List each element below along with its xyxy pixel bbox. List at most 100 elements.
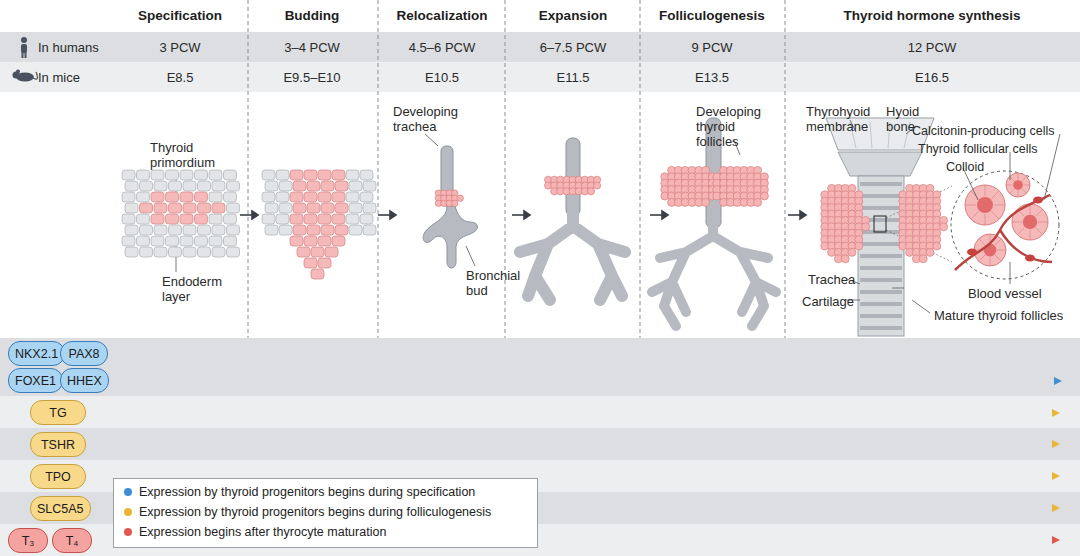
illustration-part (318, 192, 331, 202)
label: 6–7.5 PCW (540, 40, 606, 55)
label: In humans (38, 40, 99, 55)
gene-name: T₄ (66, 534, 79, 548)
illustration-part (848, 248, 856, 256)
illustration-part (122, 214, 135, 224)
gene-name: T₃ (22, 534, 35, 548)
illustration-part (360, 214, 373, 224)
legend-text: Expression begins after thyrocyte matura… (139, 525, 386, 539)
illustration-part (332, 170, 345, 180)
illustration-part (985, 185, 986, 196)
illustration-part (137, 170, 150, 180)
illustration-part (335, 181, 348, 191)
illustration-part (335, 203, 348, 213)
gene-pill: TSHR (30, 432, 86, 457)
illustration-part (140, 203, 153, 213)
illustration-part (180, 192, 193, 202)
illustration-part (183, 203, 196, 213)
label: 3 PCW (159, 40, 200, 55)
illustration-part (1022, 189, 1027, 194)
illustration-part (198, 181, 211, 191)
illustration-part (166, 192, 179, 202)
illustration-part (140, 181, 153, 191)
illustration-part (154, 203, 167, 213)
illustration-part (990, 257, 991, 266)
illustration-part (926, 248, 934, 256)
legend-box: Expression by thyroid progenitors begins… (113, 478, 538, 548)
illustration-part (321, 203, 334, 213)
illustration-part (293, 203, 306, 213)
label: Colloid (946, 160, 984, 175)
illustration-part (180, 170, 193, 180)
illustration-part (860, 254, 902, 258)
label: In mice (38, 70, 80, 85)
illustration-part (457, 195, 463, 201)
illustration-part (349, 181, 362, 191)
illustration-part (994, 205, 1005, 206)
illustration-part (304, 258, 317, 268)
illustration-part (122, 236, 135, 246)
gene-name: TG (49, 406, 66, 420)
stage-heading: Folliculogenesis (659, 8, 765, 23)
illustration-part (332, 214, 345, 224)
illustration-part (321, 225, 334, 235)
illustration-part (349, 225, 362, 235)
illustration-part (195, 192, 208, 202)
illustration-part (860, 290, 902, 294)
illustration-part (166, 236, 179, 246)
illustration-part (977, 197, 993, 213)
gene-name: NKX2.1 (15, 347, 58, 361)
illustration-part (855, 242, 863, 250)
illustration-part (290, 170, 303, 180)
illustration-part (1036, 209, 1043, 216)
illustration-part (227, 247, 240, 257)
illustration-part (227, 181, 240, 191)
illustration-part (125, 225, 138, 235)
legend-row: Expression by thyroid progenitors begins… (124, 485, 475, 499)
illustration-part (1017, 228, 1024, 235)
illustration-part (279, 225, 292, 235)
illustration-part (183, 225, 196, 235)
illustration-part (1012, 222, 1022, 223)
legend-swatch (124, 508, 132, 516)
illustration-part (346, 170, 359, 180)
illustration-part (1006, 185, 1013, 186)
label: Endoderm layer (162, 274, 242, 304)
illustration-part (360, 192, 373, 202)
illustration-part (971, 191, 979, 199)
illustration-part (169, 247, 182, 257)
illustration-part (224, 192, 237, 202)
illustration-part (169, 203, 182, 213)
label: 9 PCW (691, 40, 732, 55)
illustration-part (452, 200, 458, 206)
illustration-part (332, 192, 345, 202)
illustration-part (318, 214, 331, 224)
illustration-part (290, 236, 303, 246)
illustration-part (860, 302, 902, 306)
illustration-part (304, 170, 317, 180)
label: Bronchial bud (466, 268, 536, 298)
illustration-part (209, 214, 222, 224)
illustration-part (279, 181, 292, 191)
illustration-part (154, 247, 167, 257)
illustration-part (265, 225, 278, 235)
illustration-part (195, 170, 208, 180)
stage-heading: Thyroid hormone synthesis (843, 8, 1020, 23)
illustration-part (262, 214, 275, 224)
illustration-part (290, 192, 303, 202)
illustration-part (293, 225, 306, 235)
label: Blood vessel (968, 286, 1042, 301)
illustration-part (227, 225, 240, 235)
gene-pill: FOXE1 (8, 368, 63, 393)
illustration-part (151, 192, 164, 202)
label: E13.5 (695, 70, 729, 85)
label: Developing thyroid follicles (696, 104, 780, 149)
illustration-part (290, 214, 303, 224)
illustration-part (151, 236, 164, 246)
label: Cartilage (802, 294, 854, 309)
label: 4.5–6 PCW (409, 40, 475, 55)
illustration-part (860, 206, 902, 210)
illustration-part (1023, 215, 1037, 229)
gene-name: TPO (45, 470, 71, 484)
illustration-part (346, 214, 359, 224)
